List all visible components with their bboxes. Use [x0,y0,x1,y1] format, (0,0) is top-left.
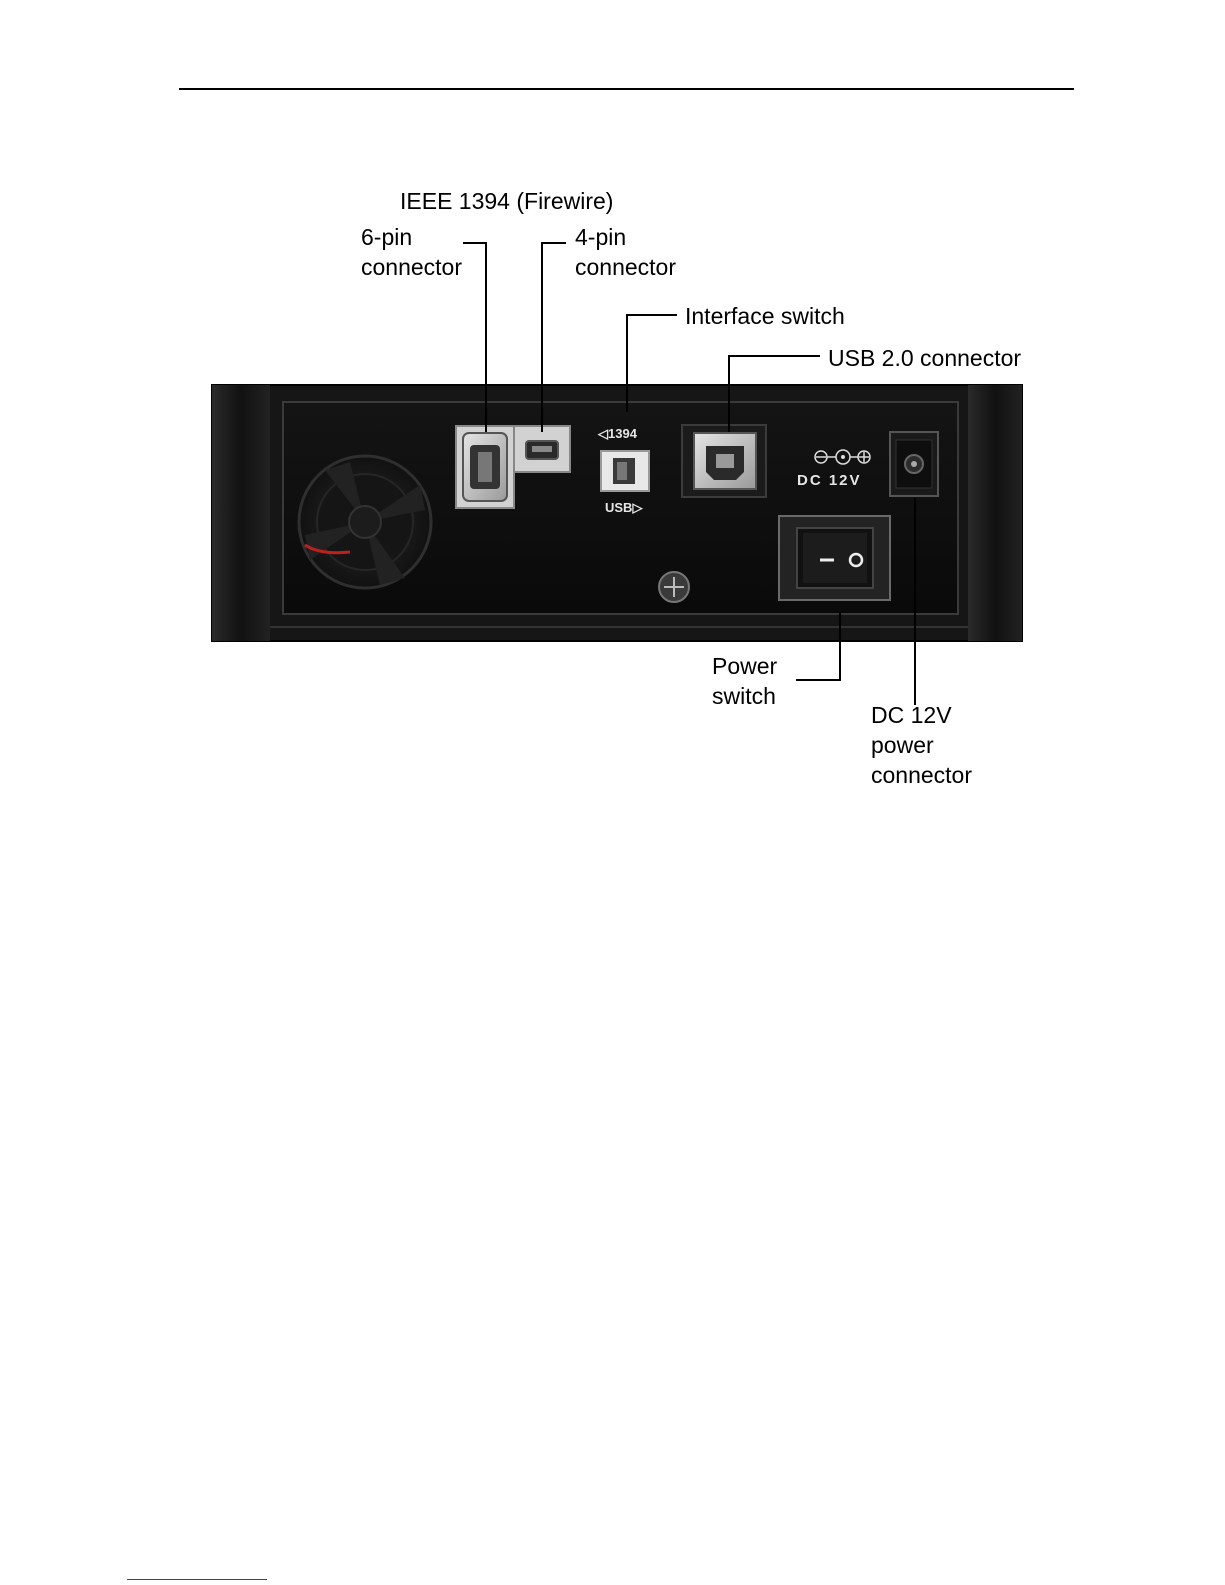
usb-b-port-icon [682,425,766,497]
screw-icon [659,572,689,602]
footnote-rule [127,1579,267,1580]
firewire-4pin-port-icon [514,426,570,472]
dc-power-jack-icon [890,432,938,496]
enclosure-right-rail [968,385,1022,641]
firewire-6pin-port-icon [456,426,514,508]
firewire-mode-marking: ◁1394 [597,426,638,441]
usb-mode-marking: USB▷ [605,500,643,515]
device-rear-panel-illustration: ◁1394 USB▷ DC 12V [0,0,1225,900]
power-rocker-switch-icon [779,516,890,600]
enclosure-left-rail [212,385,270,641]
dc-rating-marking: DC 12V [797,472,862,489]
fan-icon [299,456,431,588]
